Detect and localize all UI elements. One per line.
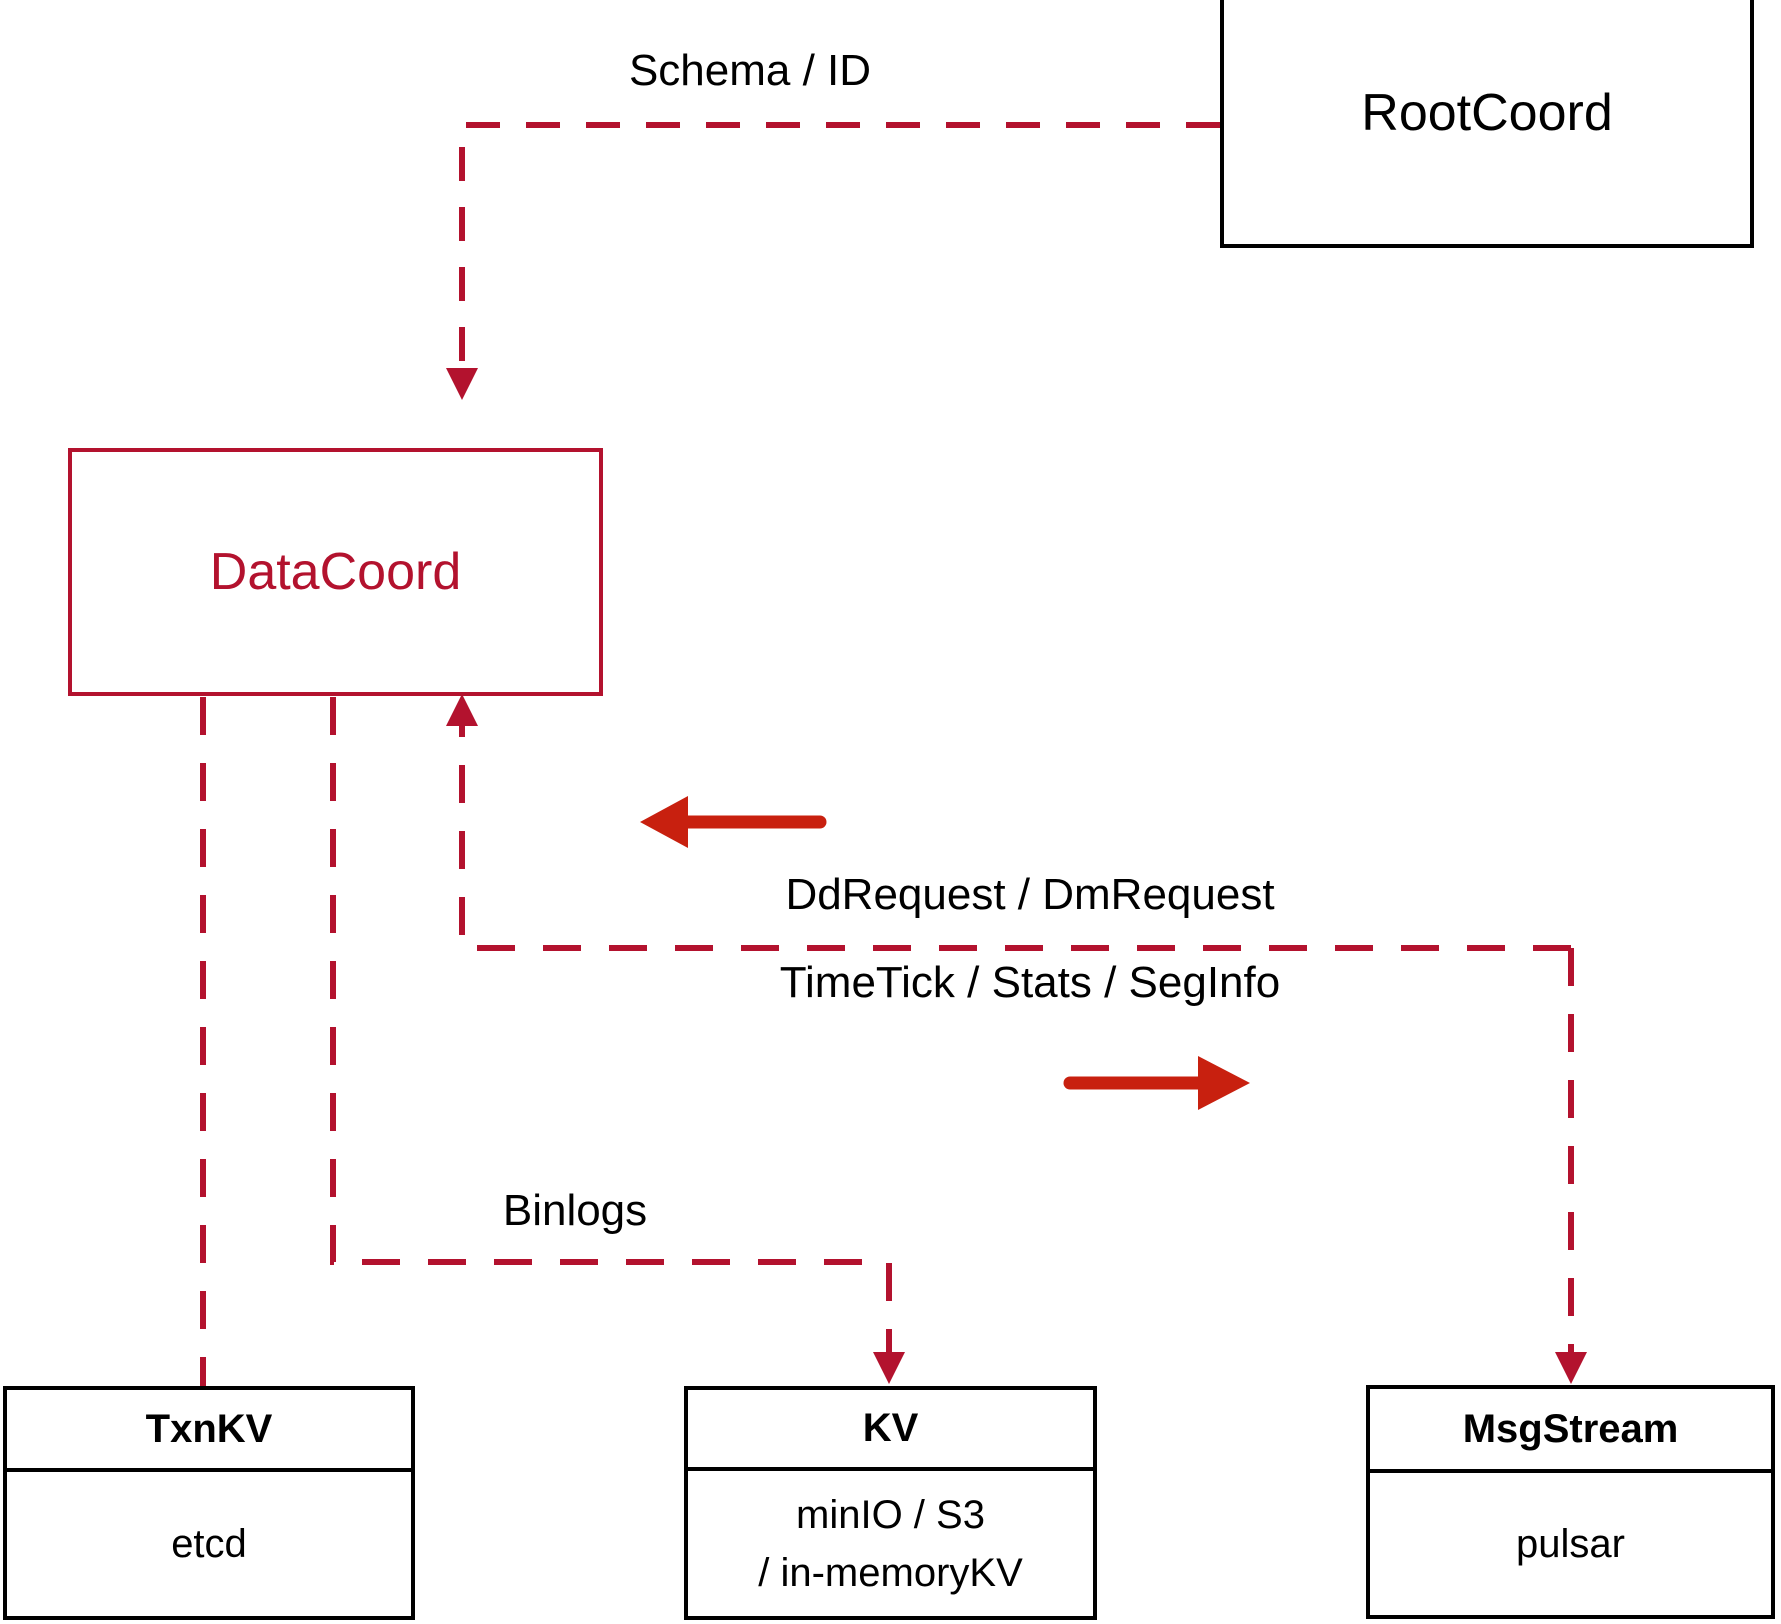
- node-kv-subtitle: minIO / S3 / in-memoryKV: [688, 1471, 1093, 1616]
- edge-label-binlogs: Binlogs: [370, 1186, 780, 1236]
- node-txnkv-subtitle: etcd: [7, 1472, 411, 1616]
- inbound-direction-arrow-icon: [640, 796, 827, 848]
- node-kv-subtitle-line2: / in-memoryKV: [758, 1550, 1023, 1595]
- edge-schema-id: [446, 122, 1220, 400]
- edge-label-binlogs-text: Binlogs: [502, 1186, 648, 1235]
- node-kv-title: KV: [688, 1390, 1093, 1471]
- node-kv[interactable]: KV minIO / S3 / in-memoryKV: [684, 1386, 1097, 1620]
- node-rootcoord-label: RootCoord: [1361, 84, 1613, 142]
- node-datacoord-label: DataCoord: [209, 543, 462, 601]
- edge-binlogs: [330, 697, 905, 1384]
- edge-ddrequest: [446, 694, 1571, 951]
- node-msgstream-title: MsgStream: [1370, 1389, 1771, 1473]
- edge-timetick: [1555, 948, 1587, 1384]
- node-msgstream-subtitle: pulsar: [1370, 1473, 1771, 1615]
- edge-label-schema-id: Schema / ID: [500, 46, 1000, 96]
- edge-label-schema-id-text: Schema / ID: [628, 46, 872, 95]
- node-kv-subtitle-line1: minIO / S3: [796, 1492, 985, 1537]
- node-msgstream[interactable]: MsgStream pulsar: [1366, 1385, 1775, 1619]
- node-msgstream-subtitle-text: pulsar: [1516, 1521, 1625, 1566]
- node-kv-title-text: KV: [862, 1406, 919, 1450]
- edge-label-ddrequest: DdRequest / DmRequest: [580, 870, 1480, 920]
- node-rootcoord[interactable]: RootCoord: [1220, 0, 1754, 248]
- edge-label-timetick: TimeTick / Stats / SegInfo: [580, 958, 1480, 1008]
- node-msgstream-title-text: MsgStream: [1462, 1406, 1679, 1451]
- node-txnkv-title: TxnKV: [7, 1390, 411, 1472]
- node-txnkv-title-text: TxnKV: [145, 1406, 273, 1451]
- node-txnkv-subtitle-text: etcd: [171, 1521, 247, 1566]
- outbound-direction-arrow-icon: [1063, 1056, 1250, 1110]
- node-txnkv[interactable]: TxnKV etcd: [3, 1386, 415, 1620]
- edge-label-timetick-text: TimeTick / Stats / SegInfo: [779, 958, 1281, 1007]
- edge-label-ddrequest-text: DdRequest / DmRequest: [785, 870, 1275, 919]
- node-datacoord[interactable]: DataCoord: [68, 448, 603, 696]
